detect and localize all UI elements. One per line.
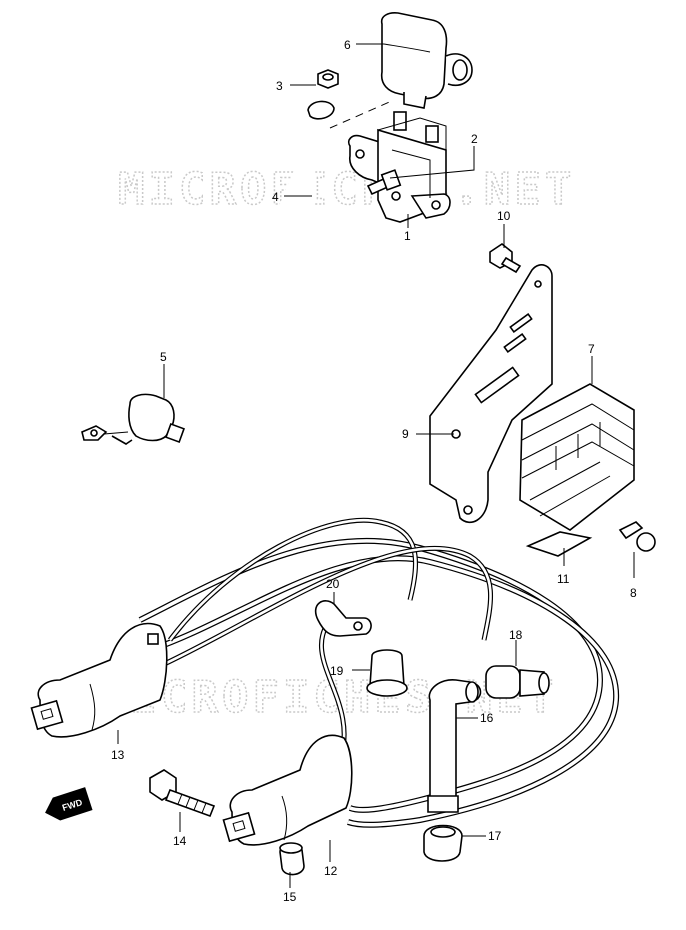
callout-13: 13	[111, 748, 125, 762]
callout-14: 14	[173, 834, 187, 848]
pad-part	[525, 531, 593, 557]
callout-19: 19	[330, 664, 344, 678]
ignition-coil-part-13	[30, 622, 168, 738]
watermark-top: MICROFICHES.NET	[118, 164, 575, 215]
nut-part	[317, 69, 339, 89]
callout-8: 8	[630, 586, 637, 600]
callout-4: 4	[272, 190, 279, 204]
bolt-part-2	[366, 169, 402, 196]
callout-12: 12	[324, 864, 338, 878]
cable-terminal	[307, 100, 335, 120]
callout-17: 17	[488, 829, 502, 843]
plug-cap-part	[366, 649, 408, 697]
callout-20: 20	[326, 577, 340, 591]
callout-15: 15	[283, 890, 297, 904]
collar-part	[279, 842, 305, 876]
bracket-part	[429, 264, 553, 524]
fwd-badge: FWD	[45, 787, 93, 821]
relay-cover-part	[380, 12, 473, 109]
hose-part	[427, 679, 482, 813]
bolt-part-10	[489, 243, 522, 274]
bolt-part-14	[149, 769, 216, 818]
clamp-part	[314, 600, 372, 637]
regulator-part	[519, 383, 635, 531]
dashed-connector	[329, 99, 395, 129]
ignition-coil-part-12	[222, 734, 353, 846]
callout-11: 11	[557, 572, 570, 586]
connector-part	[485, 665, 550, 699]
callout-10: 10	[497, 209, 511, 223]
callout-16: 16	[480, 711, 494, 725]
leader-lines	[117, 43, 635, 888]
cable-boot-part	[81, 393, 185, 445]
callout-6: 6	[344, 38, 351, 52]
callout-5: 5	[160, 350, 167, 364]
callout-9: 9	[402, 427, 409, 441]
bolt-part-8	[618, 521, 656, 552]
callout-2: 2	[471, 132, 478, 146]
callout-3: 3	[276, 79, 283, 93]
grommet-part	[423, 824, 463, 862]
callout-18: 18	[509, 628, 523, 642]
callout-1: 1	[404, 229, 411, 243]
callout-7: 7	[588, 342, 595, 356]
